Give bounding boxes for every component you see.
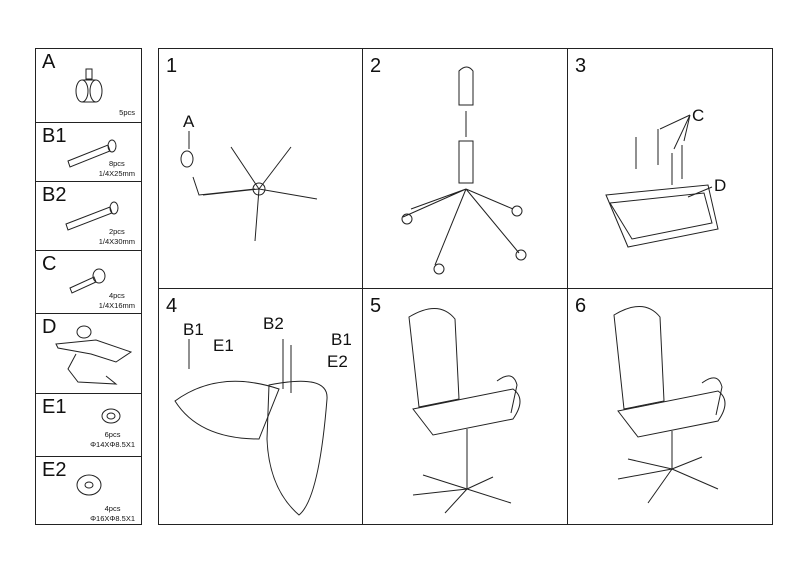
caster-wheel-icon bbox=[75, 68, 103, 103]
screw-icon bbox=[69, 268, 106, 294]
step-1: 1 A bbox=[159, 49, 363, 289]
step-number: 2 bbox=[370, 55, 382, 77]
step-number: 6 bbox=[575, 295, 587, 317]
part-label: E2 bbox=[42, 459, 67, 481]
gas-lift-illustration bbox=[401, 66, 527, 275]
step-4: 4 B1 E1 B2 B1 E2 bbox=[159, 289, 363, 524]
washer-icon bbox=[101, 408, 121, 424]
callout-d: D bbox=[714, 176, 726, 195]
step-5: 5 bbox=[363, 289, 568, 524]
bolt-icon bbox=[65, 201, 119, 231]
part-label: C bbox=[42, 253, 57, 275]
part-label: E1 bbox=[42, 396, 67, 418]
bolt-icon bbox=[67, 139, 117, 168]
callout-b1-right: B1 bbox=[331, 330, 352, 349]
mechanism-plate-icon bbox=[55, 325, 133, 385]
part-a: A 5pcs bbox=[36, 49, 141, 123]
completed-chair-illustration bbox=[613, 306, 726, 504]
seat-back-illustration: B1 E1 B2 B1 E2 bbox=[174, 314, 352, 516]
step-number: 4 bbox=[166, 295, 178, 317]
washer-icon bbox=[76, 474, 102, 496]
part-label: B2 bbox=[42, 184, 67, 206]
callout-b1: B1 bbox=[183, 320, 204, 339]
step-2: 2 bbox=[363, 49, 568, 289]
chair-assembly-illustration bbox=[408, 308, 521, 514]
part-qty: 5pcs bbox=[119, 108, 135, 117]
callout-e1: E1 bbox=[213, 336, 234, 355]
base-caster-illustration: A bbox=[180, 112, 318, 242]
step-number: 3 bbox=[575, 55, 587, 77]
part-label: A bbox=[42, 51, 56, 73]
callout-b2: B2 bbox=[263, 314, 284, 333]
callout-e2: E2 bbox=[327, 352, 348, 371]
step-6: 6 bbox=[568, 289, 772, 524]
part-label: B1 bbox=[42, 125, 67, 147]
step-number: 5 bbox=[370, 295, 382, 317]
step-3: 3 C D bbox=[568, 49, 772, 289]
part-d: D bbox=[36, 314, 141, 394]
callout-a: A bbox=[183, 112, 195, 131]
callout-c: C bbox=[692, 106, 704, 125]
part-label: D bbox=[42, 316, 57, 338]
step-number: 1 bbox=[166, 55, 178, 77]
assembly-steps: 1 A 2 3 C D 4 B1 E1 B2 bbox=[158, 48, 773, 525]
seat-mechanism-illustration: C D bbox=[605, 106, 726, 248]
